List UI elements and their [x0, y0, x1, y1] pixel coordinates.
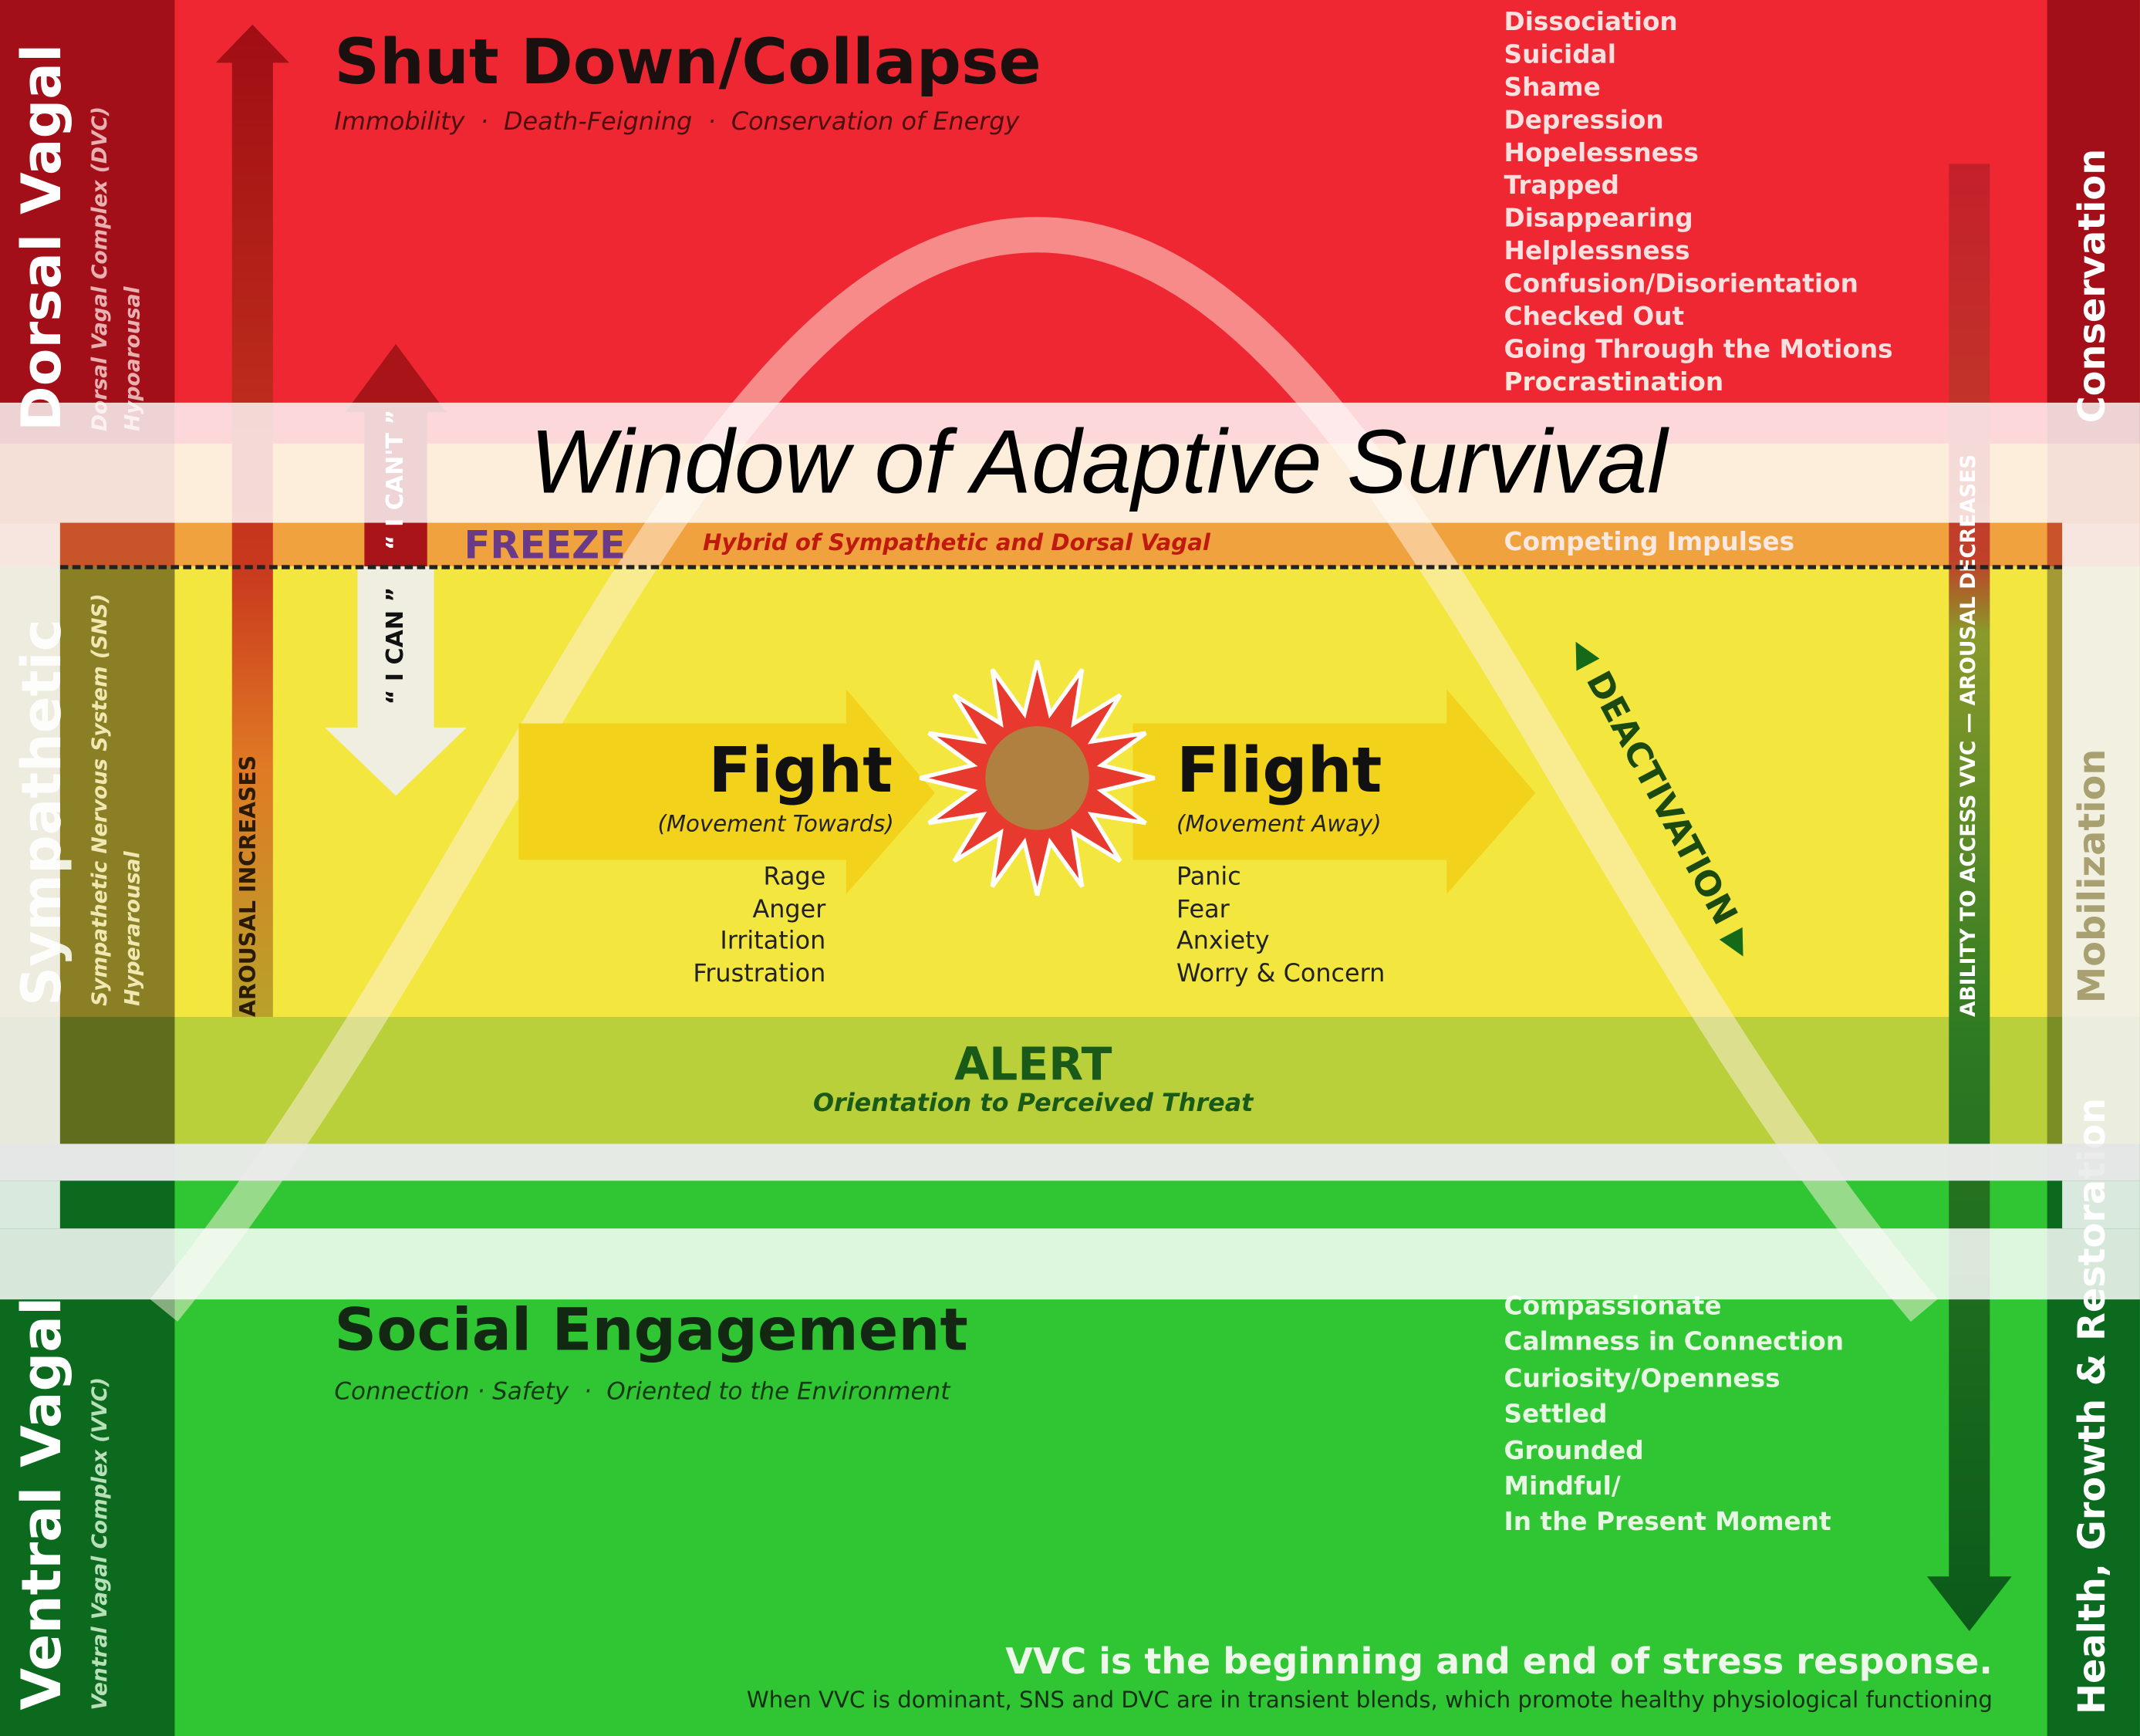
freeze-heading: FREEZE — [464, 522, 626, 568]
list-item: Helplessness — [1504, 237, 1690, 266]
list-item: Settled — [1504, 1400, 1608, 1430]
ventral-side-sub1: Ventral Vagal Complex (VVC) — [87, 1376, 113, 1711]
right-mask-low — [2062, 1180, 2140, 1229]
list-item: Mindful/ — [1504, 1472, 1621, 1502]
flight-arrow-shape — [1132, 689, 1536, 894]
list-item: In the Present Moment — [1504, 1508, 1831, 1538]
alert-sub: Orientation to Perceived Threat — [812, 1089, 1254, 1118]
flight-heading: Flight — [1176, 733, 1382, 807]
left-mask — [0, 522, 60, 1144]
window-title: Window of Adaptive Survival — [529, 410, 1668, 512]
arousal-decreases-arrow — [1926, 164, 2012, 1632]
dorsal-side-sub1: Dorsal Vagal Complex (DVC) — [87, 106, 113, 432]
dashed-divider — [59, 565, 2063, 569]
list-item: Suicidal — [1504, 41, 1617, 70]
footer-text: When VVC is dominant, SNS and DVC are in… — [746, 1687, 1993, 1714]
dorsal-side-sub2: Hypoarousal — [120, 286, 145, 432]
dorsal-symptom-list: Dissociation Suicidal Shame Depression H… — [1504, 7, 1893, 400]
ventral-heading: Social Engagement — [334, 1296, 968, 1366]
list-item: Worry & Concern — [1176, 959, 1386, 989]
lower-overlay-band — [0, 1228, 2140, 1300]
flight-emotion-list: Panic Fear Anxiety Worry & Concern — [1176, 861, 1385, 991]
list-item: Going Through the Motions — [1504, 336, 1893, 365]
ventral-state-list: Compassionate Calmness in Connection Cur… — [1504, 1290, 1845, 1542]
sympathetic-side-sub1: Sympathetic Nervous System (SNS) — [87, 593, 113, 1006]
list-item: Curiosity/Openness — [1504, 1364, 1781, 1393]
list-item: Calmness in Connection — [1504, 1329, 1845, 1358]
list-item: Frustration — [693, 959, 826, 989]
list-item: Trapped — [1504, 171, 1620, 201]
footer-bold: VVC is the beginning and end of stress r… — [1005, 1642, 1993, 1684]
list-item: Checked Out — [1504, 302, 1685, 332]
fight-emotion-list: Rage Anger Irritation Frustration — [573, 861, 825, 991]
sympathetic-side-sub2: Hyperarousal — [120, 851, 145, 1006]
list-item: Rage — [763, 863, 826, 892]
ventral-subheading: Connection · Safety · Oriented to the En… — [334, 1378, 950, 1407]
i-can-label: “ I CAN ” — [382, 586, 410, 705]
list-item: Hopelessness — [1504, 139, 1699, 168]
starburst-icon — [919, 660, 1156, 897]
dorsal-vagal-side-title: Dorsal Vagal — [11, 43, 74, 432]
list-item: Fear — [1176, 895, 1230, 924]
alert-heading: ALERT — [954, 1037, 1112, 1091]
fight-heading: Fight — [708, 733, 893, 807]
dorsal-heading: Shut Down/Collapse — [334, 24, 1041, 99]
freeze-symptom-list: Competing Impulses — [1504, 525, 1795, 562]
ventral-vagal-side-title: Ventral Vagal — [11, 1296, 74, 1711]
freeze-subheading: Hybrid of Sympathetic and Dorsal Vagal — [703, 529, 1210, 556]
list-item: Anger — [752, 895, 826, 924]
fight-sub: (Movement Towards) — [657, 810, 894, 837]
title-overlay-band — [0, 402, 2140, 523]
list-item: Confusion/Disorientation — [1504, 270, 1858, 299]
list-item: Panic — [1176, 863, 1241, 892]
conservation-label: Conservation — [2071, 148, 2115, 424]
list-item: Grounded — [1504, 1437, 1644, 1466]
list-item: Depression — [1504, 106, 1664, 136]
list-item: Irritation — [720, 927, 826, 957]
left-mask-low — [0, 1180, 60, 1229]
list-item: Shame — [1504, 73, 1601, 103]
list-item: Disappearing — [1504, 204, 1693, 234]
right-mask — [2062, 522, 2140, 1144]
gap-band — [0, 1143, 2140, 1181]
flight-sub: (Movement Away) — [1176, 810, 1382, 837]
fight-arrow-shape — [518, 689, 935, 894]
list-item: Dissociation — [1504, 8, 1678, 37]
i-can-down-arrow — [325, 566, 467, 796]
dorsal-subheading: Immobility · Death-Feigning · Conservati… — [334, 107, 1020, 137]
mobilization-label: Mobilization — [2071, 748, 2115, 1004]
arousal-increases-label: AROUSAL INCREASES — [235, 755, 261, 1017]
list-item: Anxiety — [1176, 927, 1270, 957]
list-item: Procrastination — [1504, 368, 1724, 397]
list-item: Competing Impulses — [1504, 528, 1795, 557]
